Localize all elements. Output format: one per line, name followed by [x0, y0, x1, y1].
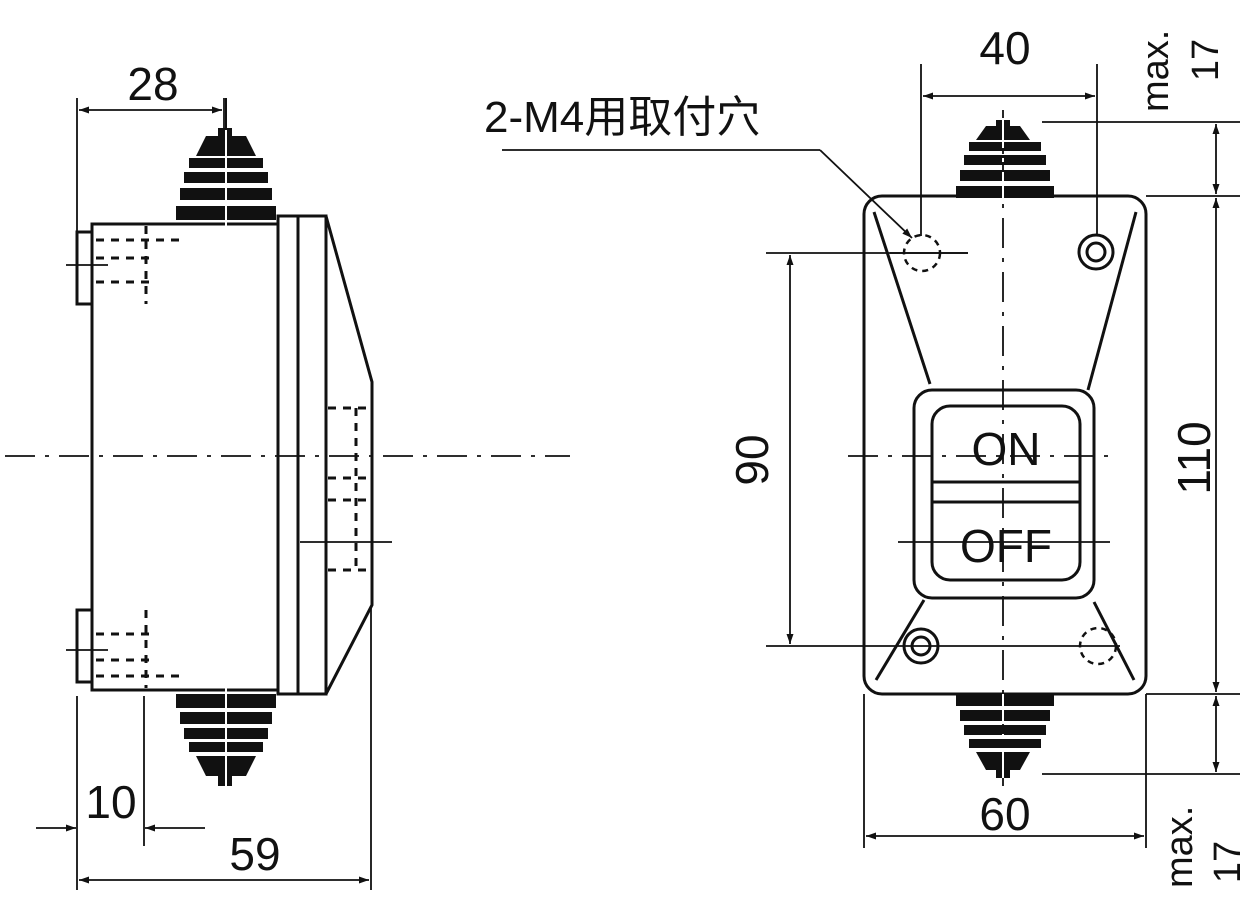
mount-hole-callout-label: 2-M4用取付穴 [484, 93, 760, 142]
side-dimension-28 [76, 98, 225, 232]
switch-on-label: ON [972, 423, 1041, 475]
front-view: ON OFF 2-M4用取付穴 [484, 22, 1249, 888]
side-main-body [90, 222, 280, 692]
dim-bottom-max-value: 17 [1207, 841, 1249, 883]
side-switch-housing [324, 215, 374, 695]
mount-hole-callout-leader [502, 149, 913, 239]
switch-off-label: OFF [960, 520, 1052, 572]
dim-front-hole-pitch: 90 [726, 434, 778, 485]
side-flange [276, 214, 328, 696]
front-cover-diagonals [872, 211, 1138, 681]
side-mount-boss-bottom [75, 608, 94, 684]
side-dimension-59 [79, 608, 372, 890]
dim-front-top-width: 40 [979, 22, 1030, 74]
front-dimension-110 [1042, 121, 1240, 775]
side-view: 28 10 59 [5, 58, 570, 890]
side-hidden-lines [96, 226, 392, 688]
dim-bottom-max-prefix: max. [1159, 806, 1201, 888]
dim-top-max-value: 17 [1185, 39, 1227, 81]
dim-top-max-prefix: max. [1135, 30, 1177, 112]
side-cable-gland-top [176, 98, 276, 234]
side-dimension-10 [36, 696, 205, 890]
side-mount-boss-top [75, 230, 94, 306]
front-dimension-40 [920, 64, 1098, 236]
dim-front-height: 110 [1168, 421, 1220, 494]
dim-side-total-depth: 59 [229, 828, 280, 880]
front-dimension-90 [766, 252, 1120, 647]
dim-front-bottom-width: 60 [979, 788, 1030, 840]
dim-side-top-width: 28 [127, 58, 178, 110]
front-cable-gland-bottom [956, 694, 1054, 780]
dim-side-bottom-offset: 10 [85, 776, 136, 828]
front-dimension-60 [863, 694, 1147, 848]
front-cable-gland-top [956, 118, 1054, 200]
switch-bezel [912, 388, 1096, 600]
side-cable-gland-bottom [176, 680, 276, 790]
mount-hole-top-right [1077, 233, 1115, 271]
switch-rocker [930, 404, 1082, 582]
